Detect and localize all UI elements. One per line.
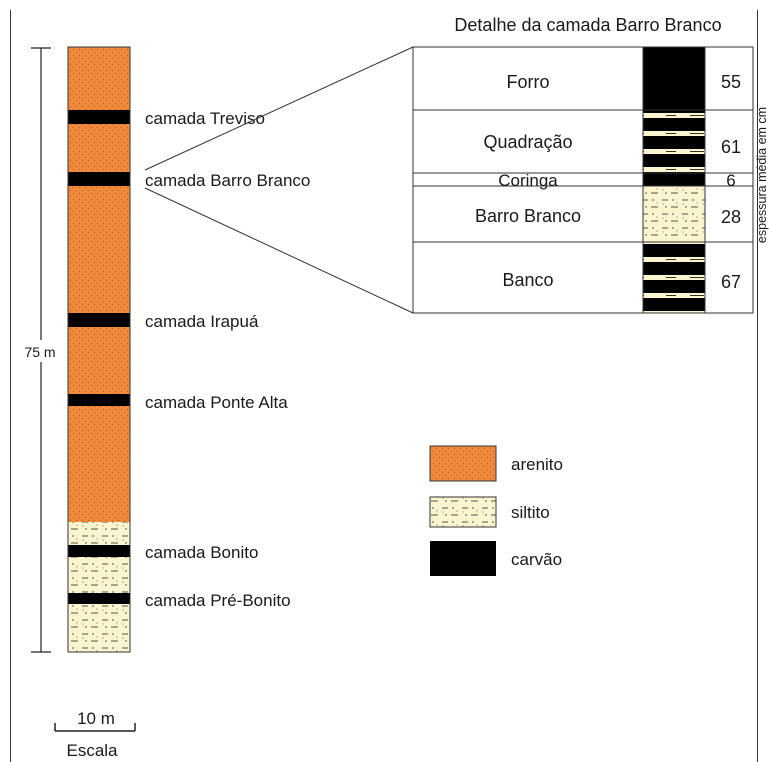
detail-row-name: Banco — [502, 270, 553, 290]
detail-row-thickness: 6 — [726, 171, 735, 190]
detail-row-name: Coringa — [498, 171, 558, 190]
coal-seam-pre-bonito — [68, 593, 130, 604]
detail-lith-forro — [643, 47, 705, 110]
thickness-axis-label: espessura média em cm — [755, 107, 769, 243]
layer-label: camada Ponte Alta — [145, 393, 288, 412]
coal-seam-irapua — [68, 313, 130, 327]
detail-title: Detalhe da camada Barro Branco — [454, 15, 721, 35]
scale-value: 10 m — [77, 709, 115, 728]
scale-bar: 10 m Escala — [54, 709, 136, 760]
legend: arenito siltito carvão — [429, 445, 563, 576]
legend-label: arenito — [511, 455, 563, 474]
detail-row-thickness: 67 — [721, 272, 741, 292]
detail-connector — [144, 46, 414, 314]
detail-lith-coringa — [643, 173, 705, 186]
layer-labels: camada Treviso camada Barro Branco camad… — [145, 109, 310, 610]
legend-swatch-siltito — [429, 496, 497, 528]
column-height-label: 75 m — [24, 344, 55, 360]
siltito-bed-lower — [68, 522, 130, 652]
detail-row-name: Forro — [506, 72, 549, 92]
layer-label: camada Treviso — [145, 109, 265, 128]
layer-label: camada Pré-Bonito — [145, 591, 291, 610]
coal-seam-treviso — [68, 110, 130, 124]
scale-label: Escala — [66, 741, 118, 760]
layer-label: camada Bonito — [145, 543, 258, 562]
detail-lith-barro-branco — [643, 186, 705, 242]
figure-frame — [10, 10, 758, 762]
coal-seam-ponte-alta — [68, 394, 130, 406]
legend-label: siltito — [511, 503, 550, 522]
legend-label: carvão — [511, 550, 562, 569]
detail-row-name: Quadração — [483, 132, 572, 152]
detail-row-thickness: 28 — [721, 207, 741, 227]
detail-row-thickness: 55 — [721, 72, 741, 92]
height-bracket: 75 m — [18, 47, 64, 653]
column-outline — [67, 46, 131, 653]
legend-swatch-arenito — [429, 445, 497, 482]
legend-swatch-carvao — [430, 541, 496, 576]
detail-lith-quadracao — [643, 110, 705, 173]
layer-label: camada Irapuá — [145, 312, 259, 331]
detail-table: Forro Quadração Coringa Barro Branco Ban… — [412, 46, 769, 314]
detail-row-name: Barro Branco — [475, 206, 581, 226]
coal-seam-barro-branco — [68, 172, 130, 186]
detail-lith-banco — [643, 242, 705, 313]
detail-row-thickness: 61 — [721, 137, 741, 157]
coal-seam-bonito — [68, 545, 130, 557]
arenito-bed-upper — [68, 47, 130, 522]
stratigraphic-column — [67, 46, 131, 653]
layer-label: camada Barro Branco — [145, 171, 310, 190]
